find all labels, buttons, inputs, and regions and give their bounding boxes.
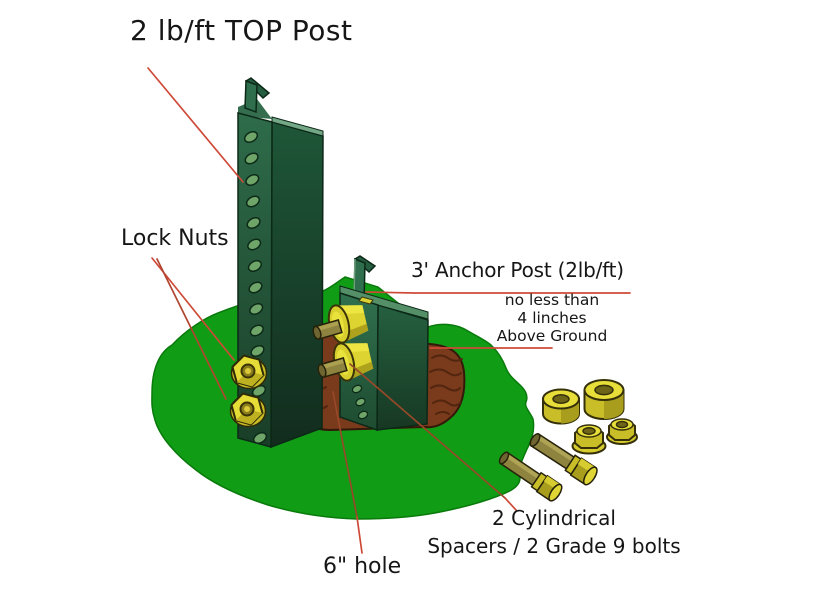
spare-spacer — [583, 379, 625, 420]
lock-nut — [229, 392, 267, 428]
spacers-line-2: Spacers / 2 Grade 9 bolts — [427, 534, 681, 558]
leader-lock-nut-2 — [156, 258, 227, 400]
note-line-3: Above Ground — [496, 327, 608, 345]
leader-lines — [147, 67, 631, 554]
post-holes — [243, 131, 268, 444]
spare-spacer — [542, 388, 580, 425]
label-anchor-post: 3' Anchor Post (2lb/ft) — [411, 258, 624, 282]
note-line-2: 4 linches — [517, 309, 587, 327]
bolt-shaft — [317, 357, 348, 378]
note-above-ground: no less than 4 linches Above Ground — [452, 291, 652, 345]
cylindrical-spacer — [327, 304, 369, 344]
spacers-line-1: 2 Cylindrical — [492, 506, 616, 530]
leader-hole-2 — [356, 516, 363, 554]
grade9-bolt — [498, 451, 563, 502]
lock-nut — [230, 354, 268, 390]
leader-anchor-underline — [365, 291, 631, 294]
leader-hole-1 — [332, 391, 358, 518]
top-post — [229, 77, 324, 449]
note-line-1: no less than — [504, 291, 600, 309]
label-hole: 6" hole — [323, 554, 402, 579]
leader-spacers-1 — [349, 363, 506, 499]
label-spacers-bolts: 2 Cylindrical Spacers / 2 Grade 9 bolts — [409, 504, 699, 560]
leader-title — [147, 67, 244, 183]
spacer-glimpse — [358, 296, 374, 305]
label-lock-nuts: Lock Nuts — [121, 226, 229, 251]
diagram-title: 2 lb/ft TOP Post — [130, 14, 353, 47]
grade9-bolt — [529, 433, 598, 486]
leader-spacers-2 — [504, 497, 517, 511]
flange-nut — [571, 424, 607, 455]
flange-nut — [606, 418, 638, 445]
bolt-shaft — [312, 319, 343, 340]
anchor-post-holes — [351, 384, 369, 420]
